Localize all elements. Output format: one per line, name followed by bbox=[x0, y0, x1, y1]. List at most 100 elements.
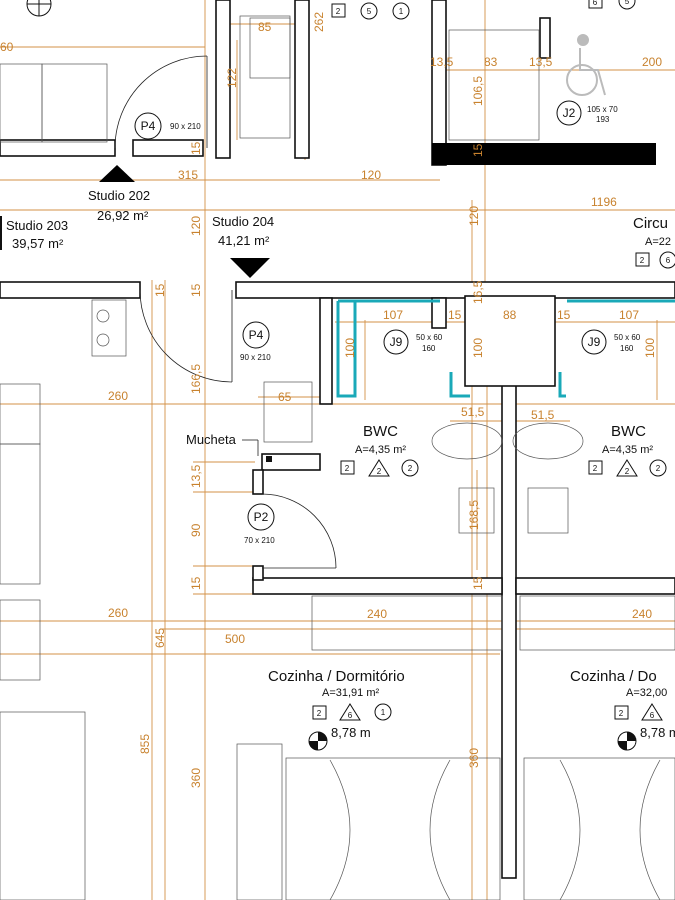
svg-text:262: 262 bbox=[312, 12, 326, 32]
svg-text:855: 855 bbox=[138, 734, 152, 754]
north-marker-1 bbox=[99, 165, 135, 182]
svg-text:2: 2 bbox=[408, 464, 413, 473]
svg-text:2: 2 bbox=[345, 464, 350, 473]
svg-text:85: 85 bbox=[258, 20, 272, 34]
level-mark-top bbox=[26, 0, 52, 17]
svg-text:100: 100 bbox=[643, 338, 657, 358]
svg-text:83: 83 bbox=[484, 55, 498, 69]
tag-j9-right: J9 bbox=[581, 329, 607, 355]
svg-text:1196: 1196 bbox=[591, 195, 617, 209]
j2-size2: 193 bbox=[596, 115, 610, 124]
svg-text:13,5: 13,5 bbox=[430, 55, 454, 69]
tag-row-top-right: 6 5 bbox=[588, 0, 636, 10]
tag-p4-top: P4 bbox=[134, 112, 162, 140]
tag-row-circ: 2 6 bbox=[635, 251, 675, 269]
svg-text:15: 15 bbox=[471, 576, 485, 590]
svg-text:166,5: 166,5 bbox=[189, 364, 203, 394]
mucheta-label: Mucheta bbox=[186, 432, 237, 447]
kitchen-left-name: Cozinha / Dormitório bbox=[268, 668, 405, 685]
svg-text:2: 2 bbox=[377, 467, 382, 476]
svg-text:6: 6 bbox=[348, 711, 353, 720]
bwc-right-name: BWC bbox=[611, 423, 646, 440]
svg-text:120: 120 bbox=[361, 168, 381, 182]
p4-mid-size: 90 x 210 bbox=[240, 353, 271, 362]
svg-text:5: 5 bbox=[625, 0, 630, 6]
svg-text:260: 260 bbox=[108, 389, 128, 403]
studio-204-area: 41,21 m² bbox=[218, 233, 270, 248]
svg-text:1: 1 bbox=[381, 708, 386, 717]
svg-text:J2: J2 bbox=[563, 106, 576, 120]
studio-203-area: 39,57 m² bbox=[12, 236, 64, 251]
svg-text:P2: P2 bbox=[254, 510, 269, 524]
svg-text:13,5: 13,5 bbox=[529, 55, 553, 69]
svg-text:500: 500 bbox=[225, 632, 245, 646]
svg-text:260: 260 bbox=[108, 606, 128, 620]
svg-text:2: 2 bbox=[656, 464, 661, 473]
furniture bbox=[0, 15, 675, 900]
tag-row-kitchen-right: 2 6 bbox=[614, 703, 663, 721]
j9-right-size1: 50 x 60 bbox=[614, 333, 641, 342]
svg-text:6: 6 bbox=[650, 711, 655, 720]
svg-text:15: 15 bbox=[448, 308, 462, 322]
studio-202-area: 26,92 m² bbox=[97, 208, 149, 223]
tag-row-kitchen-left: 2 6 1 bbox=[312, 703, 392, 721]
circulation-name: Circu bbox=[633, 215, 668, 232]
svg-text:645: 645 bbox=[153, 628, 167, 648]
svg-text:15: 15 bbox=[557, 308, 571, 322]
studio-202-name: Studio 202 bbox=[88, 188, 150, 203]
svg-text:15: 15 bbox=[189, 283, 203, 297]
tag-p2: P2 bbox=[247, 503, 275, 531]
tag-row-bwc-right: 2 2 2 bbox=[588, 459, 667, 477]
svg-text:107: 107 bbox=[619, 308, 639, 322]
svg-text:2: 2 bbox=[593, 464, 598, 473]
svg-text:360: 360 bbox=[189, 768, 203, 788]
tag-row-bwc-left: 2 2 2 bbox=[340, 459, 419, 477]
svg-text:120: 120 bbox=[467, 206, 481, 226]
p4-top-size: 90 x 210 bbox=[170, 122, 201, 131]
svg-text:1: 1 bbox=[399, 7, 404, 16]
svg-text:13,5: 13,5 bbox=[189, 464, 203, 488]
svg-text:51,5: 51,5 bbox=[461, 405, 485, 419]
svg-text:6: 6 bbox=[666, 256, 671, 265]
bwc-left-name: BWC bbox=[363, 423, 398, 440]
svg-text:360: 360 bbox=[467, 748, 481, 768]
svg-text:122: 122 bbox=[225, 68, 239, 88]
kitchen-right-area: A=32,00 bbox=[626, 687, 667, 699]
svg-text:5: 5 bbox=[367, 7, 372, 16]
svg-text:90: 90 bbox=[189, 523, 203, 537]
j9-right-size2: 160 bbox=[620, 344, 634, 353]
svg-text:2: 2 bbox=[317, 709, 322, 718]
j9-left-size1: 50 x 60 bbox=[416, 333, 443, 342]
svg-text:60: 60 bbox=[0, 40, 14, 54]
circulation-area: A=22 bbox=[645, 236, 671, 248]
svg-text:51,5: 51,5 bbox=[531, 408, 555, 422]
svg-text:15: 15 bbox=[153, 283, 167, 297]
svg-text:65: 65 bbox=[278, 390, 292, 404]
svg-text:2: 2 bbox=[640, 256, 645, 265]
level-mark-left bbox=[308, 731, 328, 751]
windows bbox=[336, 299, 675, 398]
studio-204-name: Studio 204 bbox=[212, 214, 274, 229]
wheelchair-icon bbox=[566, 34, 606, 96]
svg-text:2: 2 bbox=[619, 709, 624, 718]
level-right: 8,78 m bbox=[640, 725, 675, 740]
dimension-labels: 60 85 262 122 15 315 120 1196 120 120 13… bbox=[0, 12, 662, 788]
tag-j2: J2 bbox=[556, 100, 582, 126]
svg-text:J9: J9 bbox=[390, 335, 403, 349]
svg-text:200: 200 bbox=[642, 55, 662, 69]
level-mark-right bbox=[617, 731, 637, 751]
svg-text:88: 88 bbox=[503, 308, 517, 322]
j9-left-size2: 160 bbox=[422, 344, 436, 353]
svg-text:P4: P4 bbox=[249, 328, 264, 342]
tag-row-top: 2 5 1 bbox=[331, 2, 410, 20]
svg-text:15: 15 bbox=[189, 141, 203, 155]
svg-text:100: 100 bbox=[343, 338, 357, 358]
level-left: 8,78 m bbox=[331, 725, 371, 740]
svg-text:15: 15 bbox=[189, 576, 203, 590]
door-swings bbox=[114, 55, 337, 569]
svg-text:106,5: 106,5 bbox=[471, 76, 485, 106]
svg-text:6: 6 bbox=[593, 0, 598, 7]
svg-text:315: 315 bbox=[178, 168, 198, 182]
